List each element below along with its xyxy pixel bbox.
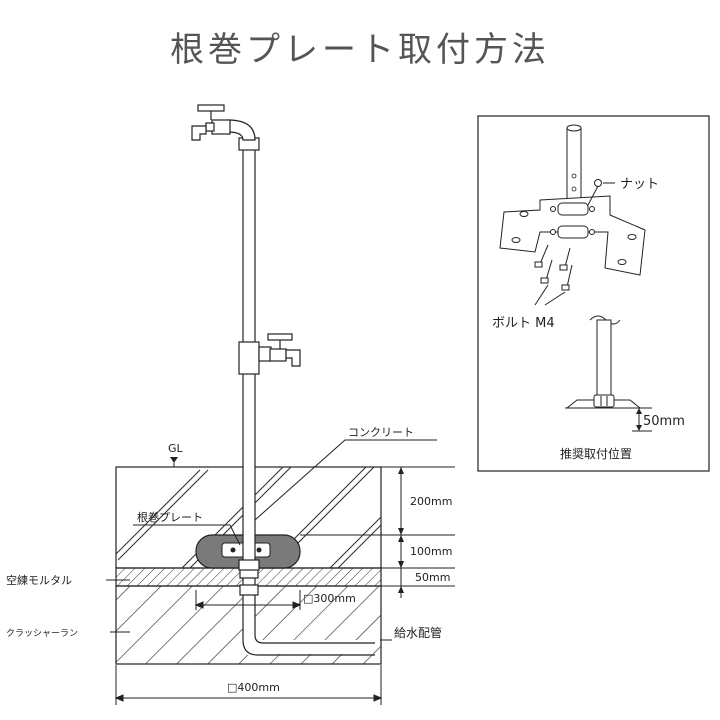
water-pipe-label: 給水配管 xyxy=(394,625,442,640)
dim-50-label: 50mm xyxy=(415,571,450,584)
gl-label: GL xyxy=(168,442,184,455)
dim-400-line xyxy=(114,665,383,705)
bracket-plate-icon xyxy=(499,195,646,276)
gl-marker xyxy=(170,457,178,467)
dim-200-label: 200mm xyxy=(410,495,452,508)
detail-caption: 推奨取付位置 xyxy=(560,446,632,461)
upper-faucet-icon xyxy=(191,104,256,141)
dim-300-line xyxy=(194,590,302,610)
base-plate-leader xyxy=(133,524,241,546)
bolt-label: ボルト M4 xyxy=(492,316,555,331)
water-pipe xyxy=(239,567,375,656)
dry-mortar-label: 空練モルタル xyxy=(6,573,72,587)
dim-300-label: □300mm xyxy=(303,592,356,605)
concrete-leader xyxy=(254,439,437,521)
concrete-label: コンクリート xyxy=(348,426,414,439)
nut-label: ナット xyxy=(620,177,659,192)
crusher-run-label: クラッシャーラン xyxy=(6,628,78,639)
detail-dim-50-label: 50mm xyxy=(643,414,685,429)
dim-400-label: □400mm xyxy=(227,681,280,694)
lower-faucet-icon xyxy=(258,333,301,367)
nut-icon xyxy=(587,179,602,206)
standpipe xyxy=(238,137,260,571)
dimension-lines xyxy=(300,466,455,598)
detail-inset: ナット ボルト M4 50mm 推奨取付位置 xyxy=(477,115,710,472)
installed-view xyxy=(565,315,642,409)
dim-100-label: 100mm xyxy=(410,545,452,558)
base-plate-label: 根巻プレート xyxy=(137,510,203,524)
page-title: 根巻プレート取付方法 xyxy=(170,30,550,70)
bolt-icon xyxy=(534,244,573,291)
